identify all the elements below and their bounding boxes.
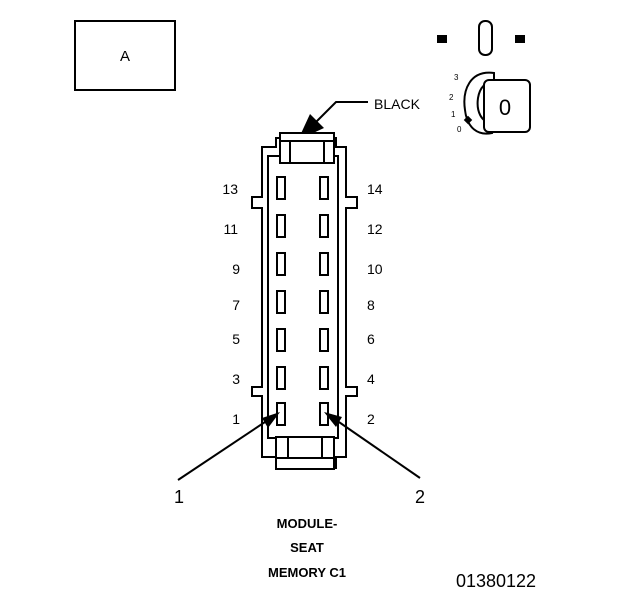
pin-labels-right: 14 12 10 8 6 4 2: [367, 181, 383, 427]
pin-cavity-6: [319, 328, 329, 352]
callout-2: 2: [324, 412, 425, 507]
connector-bottom-latch: [275, 436, 335, 470]
key-head: [483, 79, 531, 133]
pin-label-8: 8: [367, 297, 375, 313]
view-label-box: A: [74, 20, 176, 91]
pin-cavities-left: [276, 176, 286, 426]
pin-label-4: 4: [367, 371, 375, 387]
pin-cavity-13: [276, 176, 286, 200]
key-slot-right: [515, 35, 525, 43]
pin-label-7: 7: [232, 297, 240, 313]
key-position-3: 3: [454, 73, 459, 82]
pin-cavity-7: [276, 290, 286, 314]
pin-cavity-10: [319, 252, 329, 276]
connector-title-line-1: MODULE-: [277, 516, 338, 531]
pin-cavities-right: [319, 176, 329, 426]
pin-label-5: 5: [232, 331, 240, 347]
pin-labels-left: 13 11 9 7 5 3 1: [222, 181, 240, 427]
key-position-0: 0: [457, 125, 462, 134]
wire-color-leader: [315, 101, 368, 123]
connector-title: MODULE- SEAT MEMORY C1: [268, 516, 346, 580]
pin-cavity-14: [319, 176, 329, 200]
wire-color-label: BLACK: [374, 96, 421, 112]
pin-label-14: 14: [367, 181, 383, 197]
pin-cavity-8: [319, 290, 329, 314]
key-position-2: 2: [449, 93, 454, 102]
pin-label-2: 2: [367, 411, 375, 427]
key-orientation-icon: 0 3 2 1 0: [437, 20, 531, 135]
callout-1-label: 1: [174, 487, 184, 507]
figure-number: 01380122: [456, 571, 536, 591]
pin-cavity-4: [319, 366, 329, 390]
connector-title-line-2: SEAT: [290, 540, 324, 555]
pin-label-9: 9: [232, 261, 240, 277]
view-label: A: [120, 48, 130, 65]
pin-label-11: 11: [223, 221, 238, 237]
pin-cavity-9: [276, 252, 286, 276]
key-position-1: 1: [451, 110, 456, 119]
callout-2-leader: [335, 419, 421, 479]
callout-2-label: 2: [415, 487, 425, 507]
pin-label-1: 1: [232, 411, 240, 427]
key-letter: 0: [499, 95, 511, 120]
connector-top-latch: [279, 132, 335, 164]
callout-1-leader: [177, 419, 269, 481]
callout-1-arrowhead: [262, 412, 280, 428]
pin-cavity-5: [276, 328, 286, 352]
pin-label-13: 13: [222, 181, 238, 197]
connector-title-line-3: MEMORY C1: [268, 565, 346, 580]
pin-cavity-11: [276, 214, 286, 238]
callout-1: 1: [174, 412, 280, 507]
key-slot-center: [478, 20, 493, 56]
pin-label-12: 12: [367, 221, 383, 237]
pin-cavity-12: [319, 214, 329, 238]
pin-label-3: 3: [232, 371, 240, 387]
pin-cavity-3: [276, 366, 286, 390]
key-slot-left: [437, 35, 447, 43]
callout-2-arrowhead: [324, 412, 342, 427]
key-position-marker: [463, 115, 473, 125]
pin-label-6: 6: [367, 331, 375, 347]
pin-label-10: 10: [367, 261, 383, 277]
